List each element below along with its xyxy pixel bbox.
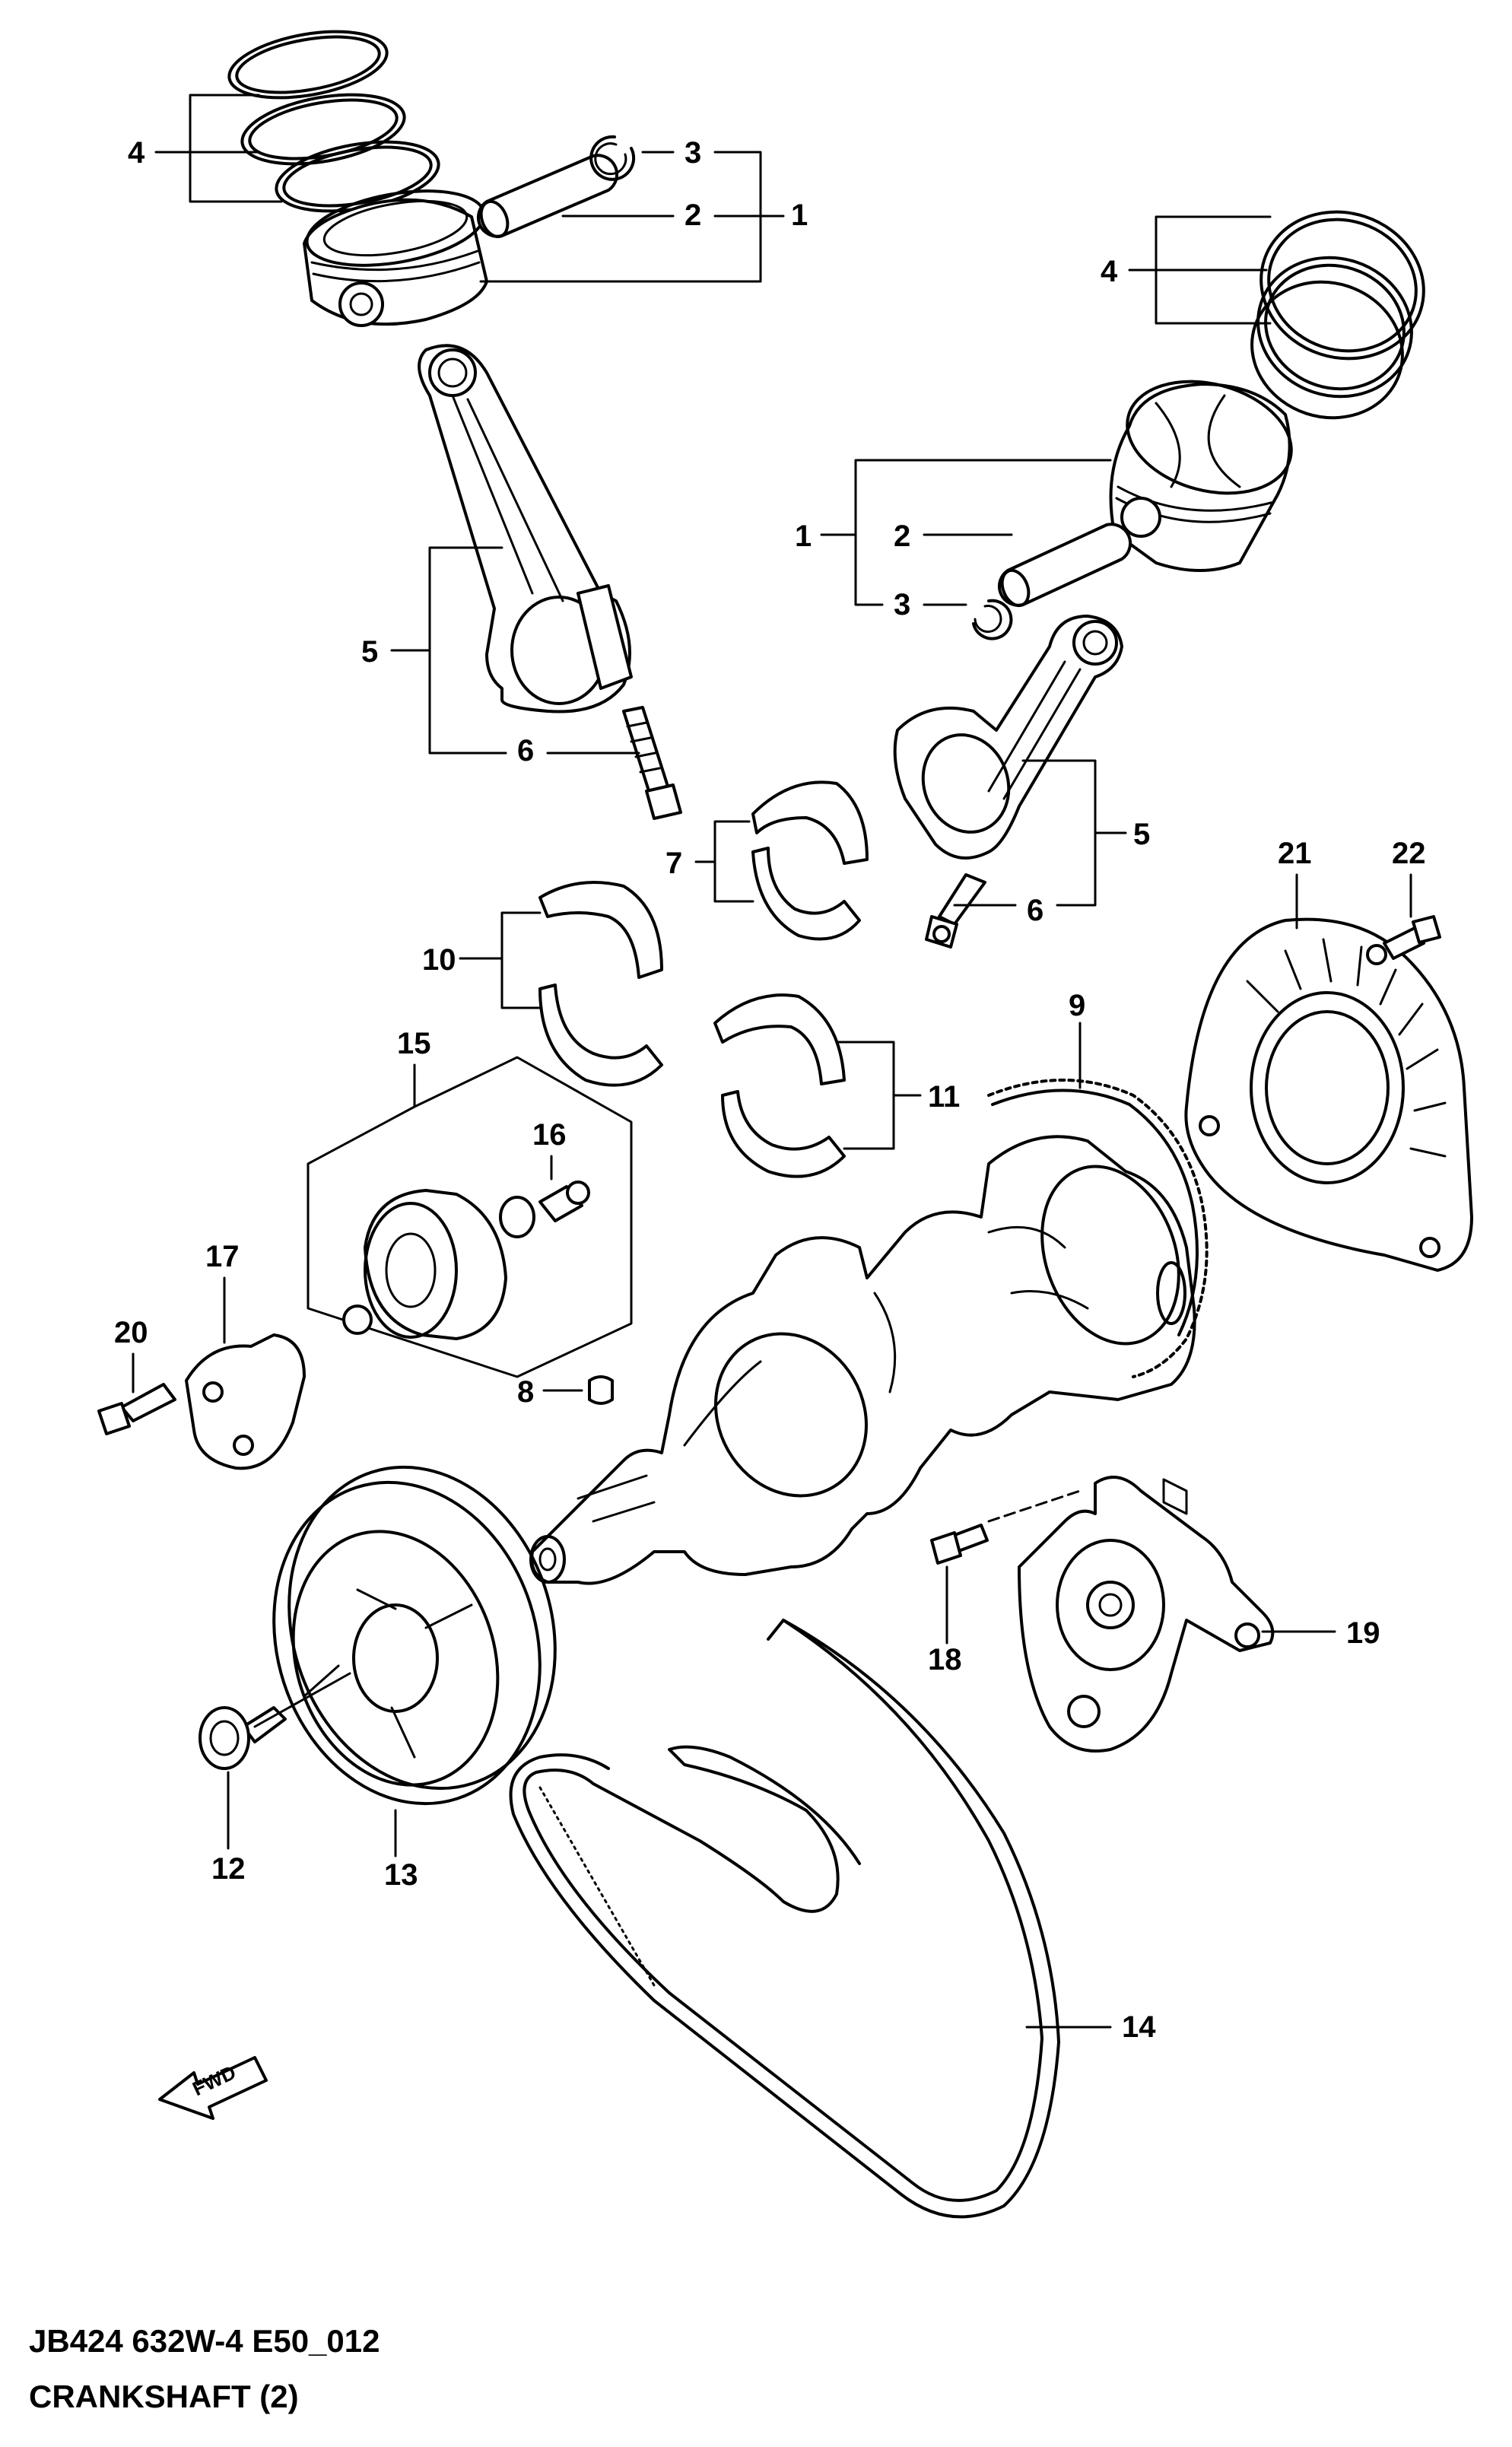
tensioner-bracket-17: 17 [185,1240,306,1470]
svg-text:7: 7 [665,847,682,880]
svg-text:4: 4 [1101,255,1118,288]
diagram-code: JB424 632W-4 E50_012 [29,2323,380,2359]
callout-5-6-right: 5 6 [953,759,1150,927]
crank-pulley-13: 13 [272,1465,557,1892]
svg-text:13: 13 [384,1858,418,1892]
callout-4-left: 4 [128,94,283,203]
svg-text:19: 19 [1346,1616,1380,1650]
connecting-rod-right [893,615,1123,860]
svg-text:21: 21 [1278,837,1312,870]
callout-1-2-3-left: 3 2 1 [479,136,808,283]
bolt-20: 20 [97,1316,176,1435]
svg-text:5: 5 [1133,818,1150,851]
svg-text:20: 20 [114,1316,148,1349]
idler-pulley-kit-15: 15 16 [307,1027,633,1378]
piston-left [303,189,488,327]
oil-seal-housing-21: 21 [1184,837,1473,1272]
main-bearings-10: 10 [422,881,663,1087]
svg-text:1: 1 [795,520,812,553]
piston-pin-left [476,154,619,239]
drive-belt-14: 14 [509,1619,1156,2219]
svg-text:9: 9 [1069,989,1085,1022]
crank-sprocket-9: 9 [987,989,1209,1378]
svg-text:14: 14 [1122,2010,1156,2044]
svg-text:5: 5 [361,635,378,669]
svg-text:10: 10 [422,943,456,977]
conrod-bolt-right [925,873,986,949]
callout-1-2-3-right: 1 2 3 [795,459,1112,621]
conrod-bearings-7: 7 [665,780,869,941]
piston-rings-right [1250,210,1425,420]
svg-text:17: 17 [205,1240,240,1273]
svg-text:1: 1 [791,199,808,232]
piston-right [1109,380,1293,572]
svg-text:6: 6 [1027,894,1043,927]
diagram-title: CRANKSHAFT (2) [29,2379,299,2414]
svg-text:8: 8 [517,1375,534,1409]
svg-text:3: 3 [894,588,910,621]
main-bearings-11: 11 [713,993,960,1178]
forward-arrow-icon: FWD [158,2056,268,2120]
svg-text:16: 16 [532,1118,567,1152]
svg-text:15: 15 [397,1027,431,1060]
svg-text:2: 2 [894,520,910,553]
svg-text:4: 4 [128,136,145,170]
svg-text:12: 12 [211,1852,246,1886]
snap-ring-right [972,599,1013,640]
conrod-bolt-left [622,706,682,820]
pulley-bolt-12: 12 [199,1672,351,1886]
bolt-18: 18 [928,1524,989,1676]
bolt-22: 22 [1383,837,1441,960]
crankshaft [529,1135,1196,1585]
callout-4-right: 4 [1101,215,1272,325]
crank-key-8: 8 [517,1375,614,1409]
svg-text:18: 18 [928,1643,962,1676]
svg-text:22: 22 [1392,837,1426,870]
piston-pin-right [997,523,1132,608]
snap-ring-left [589,135,636,181]
svg-text:11: 11 [928,1080,960,1114]
connecting-rod-left [418,344,633,713]
callout-5-6-left: 5 6 [361,546,640,767]
svg-text:6: 6 [517,734,534,767]
belt-tensioner-19: 19 [987,1476,1380,1753]
svg-text:3: 3 [685,136,701,170]
svg-text:2: 2 [685,199,701,232]
